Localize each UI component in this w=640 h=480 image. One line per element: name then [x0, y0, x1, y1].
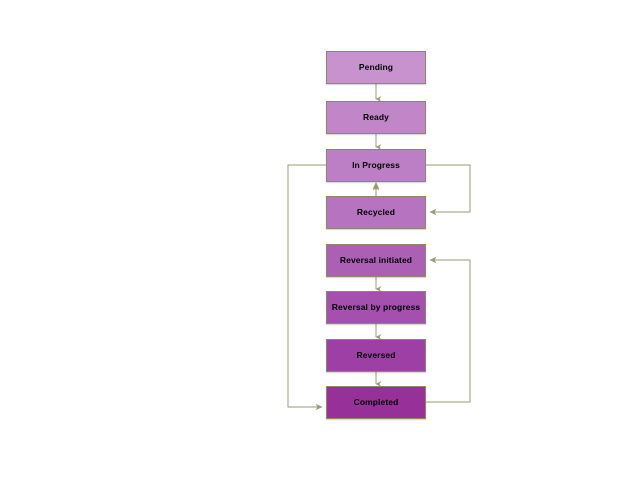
node-label: Recycled	[356, 207, 396, 218]
node-completed[interactable]: Completed	[326, 386, 426, 419]
node-label: Reversal by progress	[331, 302, 421, 313]
node-label: In Progress	[352, 160, 400, 171]
node-in-progress[interactable]: In Progress	[326, 149, 426, 182]
node-label: Ready	[362, 112, 389, 123]
edge-completed-to-reversal-initiated	[426, 256, 471, 403]
node-recycled[interactable]: Recycled	[326, 196, 426, 229]
edge-in-progress-to-completed	[287, 164, 326, 411]
node-label: Reversed	[356, 350, 396, 361]
node-reversal-initiated[interactable]: Reversal initiated	[326, 244, 426, 277]
node-label: Pending	[358, 62, 394, 73]
node-reversal-by-progress[interactable]: Reversal by progress	[326, 291, 426, 324]
node-label: Completed	[353, 397, 399, 408]
node-label: Reversal initiated	[339, 255, 413, 266]
arrowhead-recycled-to-in-progress	[372, 182, 380, 189]
edge-in-progress-to-recycled	[426, 164, 471, 216]
node-ready[interactable]: Ready	[326, 101, 426, 134]
node-pending[interactable]: Pending	[326, 51, 426, 84]
node-reversed[interactable]: Reversed	[326, 339, 426, 372]
